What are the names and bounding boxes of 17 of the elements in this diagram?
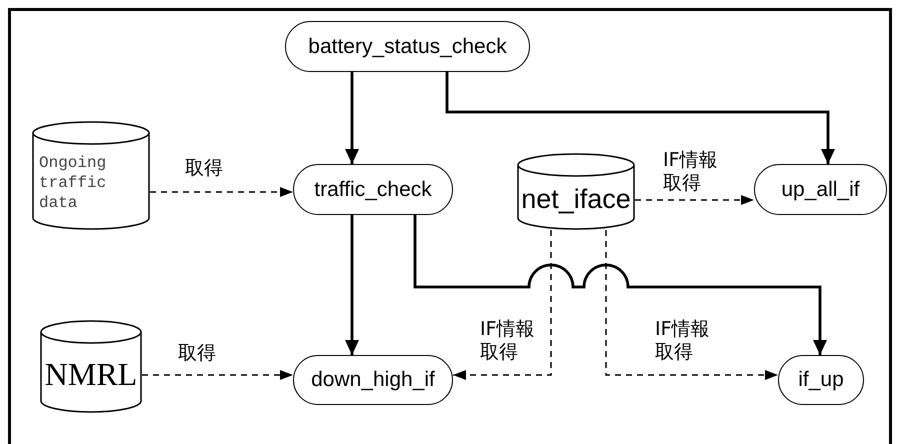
arrow xyxy=(414,215,827,355)
arrow xyxy=(345,215,359,355)
dashed-arrow xyxy=(142,370,293,380)
process-pill: down_high_if xyxy=(293,355,453,405)
database-cylinder: net_iface xyxy=(517,153,635,230)
arrow xyxy=(345,72,359,164)
arrow xyxy=(446,72,835,164)
process-pill: if_up xyxy=(778,355,864,405)
database-cylinder: Ongoing traffic data xyxy=(32,121,150,230)
dashed-arrow xyxy=(605,230,778,380)
process-pill: battery_status_check xyxy=(285,21,530,72)
process-pill: up_all_if xyxy=(754,164,887,215)
dashed-arrow xyxy=(635,195,754,205)
database-cylinder: NMRL xyxy=(40,320,142,413)
dashed-arrow xyxy=(453,230,552,380)
dashed-arrow xyxy=(150,187,293,197)
process-pill: traffic_check xyxy=(293,164,453,215)
